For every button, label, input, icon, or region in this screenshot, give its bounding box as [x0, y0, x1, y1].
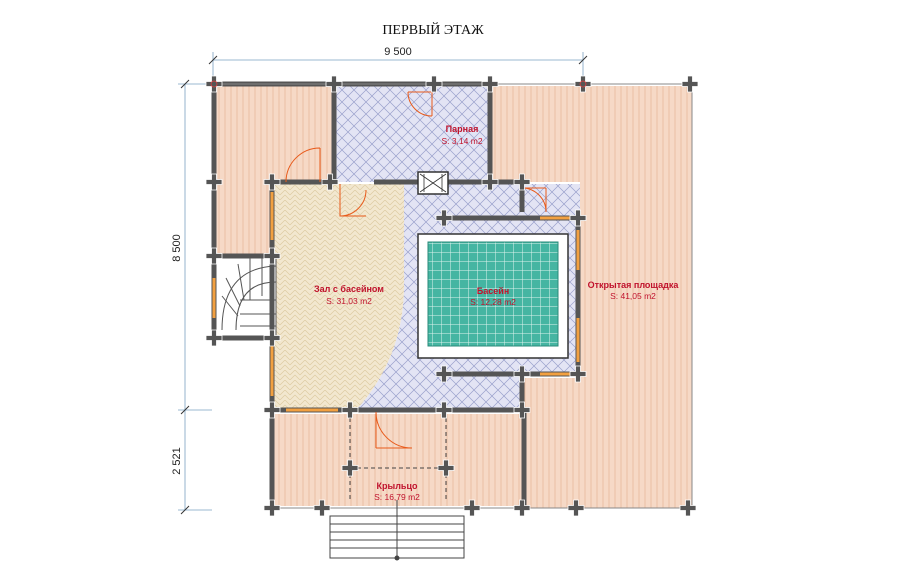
room-pool: Басейн S: 12,28 m2 [470, 286, 516, 307]
log-joint [313, 499, 331, 517]
log-joint [205, 247, 223, 265]
room-pool-hall-name: Зал с басейном [314, 284, 384, 294]
pool-hall-parquet [274, 184, 404, 410]
height-porch-label: 2 521 [171, 447, 183, 475]
log-joint [463, 499, 481, 517]
room-pool-area: S: 12,28 m2 [470, 297, 516, 307]
windows [212, 192, 580, 412]
pool-water [427, 241, 559, 347]
room-pool-hall-area: S: 31,03 m2 [326, 296, 372, 306]
log-joint [569, 209, 587, 227]
height-main-label: 8 500 [171, 234, 183, 262]
log-joint [481, 75, 499, 93]
plan-title: ПЕРВЫЙ ЭТАЖ [382, 21, 484, 38]
log-joint [263, 499, 281, 517]
log-joint [263, 329, 281, 347]
left-deck [216, 86, 332, 182]
log-joint [205, 173, 223, 191]
log-joint [513, 401, 531, 419]
porch-stairs [329, 500, 465, 561]
room-porch-area: S: 16,79 m2 [374, 492, 420, 502]
room-steam-area: S: 3,14 m2 [441, 136, 482, 146]
log-joint [513, 499, 531, 517]
room-terrace-area: S: 41,05 m2 [610, 291, 656, 301]
log-joint [437, 459, 455, 477]
log-joint [574, 75, 592, 93]
room-terrace-name: Открытая площадка [588, 280, 680, 290]
log-joint [425, 75, 443, 93]
log-joint [513, 365, 531, 383]
log-joint [435, 365, 453, 383]
log-joint [435, 209, 453, 227]
log-joint [679, 499, 697, 517]
height-dimension: 8 500 2 521 [171, 79, 212, 515]
log-joint [205, 329, 223, 347]
room-pool-hall: Зал с басейном S: 31,03 m2 [314, 284, 384, 306]
steam-room-floor [332, 86, 490, 182]
corner-marker [210, 80, 218, 88]
left-deck-lower [216, 182, 272, 256]
log-joint [567, 499, 585, 517]
room-porch-name: Крыльцо [377, 481, 418, 491]
log-joint [263, 173, 281, 191]
porch-floor [274, 414, 524, 506]
log-joint [681, 75, 699, 93]
log-joint [341, 401, 359, 419]
room-terrace: Открытая площадка S: 41,05 m2 [588, 280, 680, 301]
room-porch: Крыльцо S: 16,79 m2 [374, 481, 420, 502]
log-joint [325, 75, 343, 93]
log-joint [263, 401, 281, 419]
porch-dashes [349, 418, 447, 500]
staircase [215, 257, 277, 339]
log-joint [263, 247, 281, 265]
log-joint [205, 75, 223, 93]
outer-deck-edge [214, 83, 693, 509]
log-corners [205, 75, 699, 517]
log-joint [513, 173, 531, 191]
room-steam-name: Парная [446, 124, 479, 134]
room-steam: Парная S: 3,14 m2 [441, 124, 482, 146]
room-pool-name: Басейн [477, 286, 509, 296]
terrace-upper [492, 86, 692, 182]
log-joint [341, 459, 359, 477]
width-label: 9 500 [384, 46, 412, 58]
corner-marker [579, 80, 587, 88]
log-joint [481, 173, 499, 191]
log-joint [569, 365, 587, 383]
terrace-right [580, 182, 692, 508]
terrace-lower [524, 378, 584, 508]
log-joint [321, 173, 339, 191]
width-dimension: 9 500 [208, 46, 588, 80]
log-joint [435, 401, 453, 419]
doors [285, 91, 547, 449]
stove-hatch [419, 173, 447, 193]
